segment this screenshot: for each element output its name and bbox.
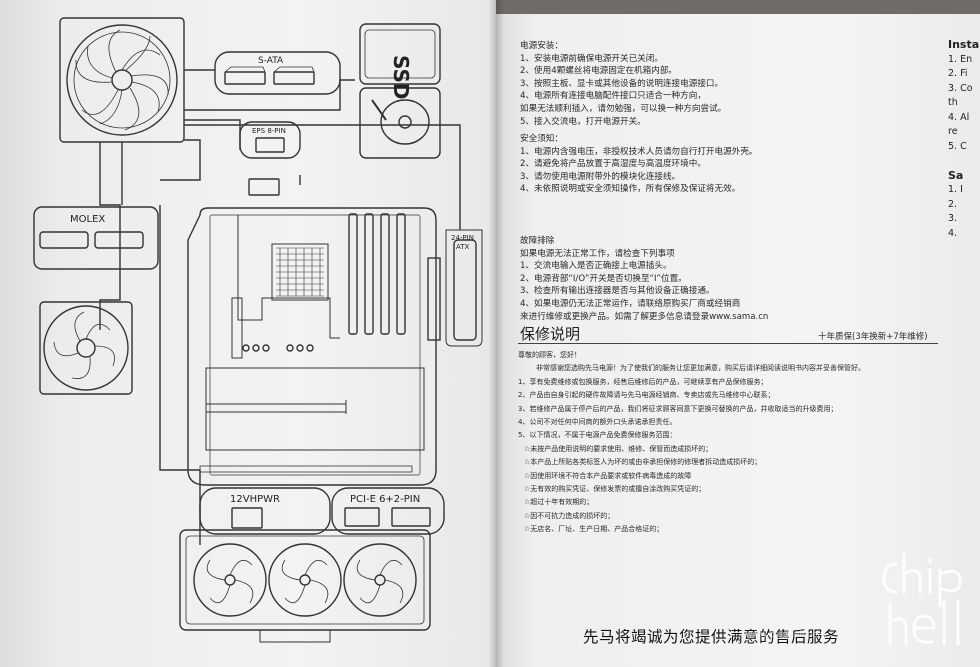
troubleshoot-line: 3、检查所有输出连接器是否与其他设备正确接通。 bbox=[520, 286, 715, 297]
slogan: 先马将竭诚为您提供满意的售后服务 bbox=[583, 628, 840, 646]
safety-line: 1、电源内含强电压，非授权技术人员请勿自行打开电源外壳。 bbox=[520, 146, 758, 157]
warranty-greeting: 尊敬的顾客，您好！ bbox=[518, 351, 581, 359]
next-page-line: 3. Co bbox=[948, 82, 973, 94]
install-line: 如果无法顺利插入，请勿勉强，可以换一种方向尝试。 bbox=[520, 103, 727, 114]
book-gutter bbox=[488, 0, 504, 667]
atx-label-line1: 24-PIN bbox=[451, 234, 474, 242]
warranty-item: 2、产品由自身引起的硬件故障请与先马电源经销商、专卖店或先马维修中心联系； bbox=[518, 391, 775, 400]
next-page-line: 1. En bbox=[948, 53, 973, 65]
install-line: 5、接入交流电，打开电源开关。 bbox=[520, 116, 646, 127]
warranty-item: ☆无有效的购买凭证、保修发票的或擅自涂改购买凭证的； bbox=[524, 485, 706, 494]
next-page-line: 2. Fi bbox=[948, 68, 968, 79]
sata-label: S-ATA bbox=[258, 56, 284, 66]
troubleshoot-line: 如果电源无法正常工作，请检查下列事项 bbox=[520, 248, 675, 259]
warranty-item: ☆未按产品使用说明的要求使用、维修、保管而造成损坏的； bbox=[524, 444, 713, 453]
warranty-item: ☆无店名、厂址、生产日期、产品合格证的； bbox=[524, 525, 664, 534]
troubleshoot-line: 1、交流电输入是否正确接上电源插头。 bbox=[520, 261, 672, 272]
safety-line: 4、未依照说明或安全须知操作，所有保修及保证将无效。 bbox=[520, 184, 741, 195]
connection-diagram: S-ATA SSD EPS 8-PIN MOLEX 24-PIN ATX 12V… bbox=[33, 17, 483, 643]
pcie-label: PCI-E 6+2-PIN bbox=[350, 494, 420, 505]
next-page-line: re bbox=[948, 126, 958, 137]
warranty-item: 4、公司不对任何中间商的额外口头承诺承担责任。 bbox=[518, 418, 677, 427]
warranty-body: 尊敬的顾客，您好！ 非常感谢您选购先马电源！为了使我们的服务让您更加满意，购买后… bbox=[518, 349, 865, 537]
warranty-item: ☆本产品上所贴各类标签人为坏的或由非承担保修的修理者拆动造成损坏的； bbox=[524, 458, 762, 467]
next-page-line: Sa bbox=[948, 168, 964, 182]
next-page-line: 4. Al bbox=[948, 111, 970, 123]
install-line: 2、使用4颗螺丝将电源固定在机箱内部。 bbox=[520, 66, 678, 77]
atx-label-line2: ATX bbox=[456, 243, 470, 251]
ssd-label: SSD bbox=[389, 55, 413, 100]
next-page-line: T bbox=[948, 256, 980, 259]
chiphell-watermark-logo bbox=[882, 552, 962, 646]
next-page-line: 2. bbox=[948, 198, 958, 210]
watermark-url: www.chiphell.com bbox=[745, 630, 827, 640]
next-page-line: 5. C bbox=[948, 140, 967, 152]
manual-left-page bbox=[0, 0, 496, 667]
vhpwr-label: 12VHPWR bbox=[230, 494, 280, 505]
install-line: 1、安装电源前确保电源开关已关闭。 bbox=[520, 53, 663, 64]
next-page-line: th bbox=[948, 97, 958, 108]
safety-line: 3、请勿使用电源附带外的模块化连接线。 bbox=[520, 171, 681, 182]
next-page-edge: Insta 1. En 2. Fi 3. Co th 4. Al re 5. C… bbox=[948, 38, 980, 258]
warranty-item: 1、享有免费维修或包换服务，经售后维修后的产品，可继续享有产品保修服务； bbox=[518, 377, 768, 386]
safety-line: 2、请避免将产品放置于高湿度与高温度环境中。 bbox=[520, 159, 706, 170]
next-page-line bbox=[948, 154, 980, 169]
install-section: 电源安装： 1、安装电源前确保电源开关已关闭。 2、使用4颗螺丝将电源固定在机箱… bbox=[520, 40, 726, 128]
safety-section: 安全须知： 1、电源内含强电压，非授权技术人员请勿自行打开电源外壳。 2、请避免… bbox=[520, 133, 758, 196]
safety-title: 安全须知： bbox=[520, 134, 563, 144]
warranty-item: ☆因不可抗力造成的损坏的； bbox=[524, 511, 615, 520]
next-page-line bbox=[948, 241, 980, 256]
next-page-line: Insta bbox=[948, 38, 980, 51]
warranty-title: 保修说明 bbox=[520, 325, 581, 343]
next-page-line: 3. bbox=[948, 213, 958, 224]
manual-right-page bbox=[496, 14, 980, 667]
troubleshoot-line: 2、电源背部“I/O”开关是否切换至“I”位置。 bbox=[520, 273, 687, 284]
next-page-line: 1. I bbox=[948, 184, 963, 195]
troubleshoot-section: 故障排除 如果电源无法正常工作，请检查下列事项 1、交流电输入是否正确接上电源插… bbox=[520, 235, 768, 323]
warranty-divider bbox=[518, 343, 938, 344]
troubleshoot-title: 故障排除 bbox=[520, 236, 555, 246]
eps-label: EPS 8-PIN bbox=[252, 127, 286, 135]
next-page-line: 4. bbox=[948, 227, 958, 239]
warranty-intro: 非常感谢您选购先马电源！为了使我们的服务让您更加满意，购买后请详细阅读说明书内容… bbox=[536, 364, 865, 373]
warranty-term: 十年质保(3年换新+7年维修) bbox=[818, 332, 928, 342]
warranty-item: 5、以下情况，不属于电源产品免费保修服务范围： bbox=[518, 431, 677, 440]
install-title: 电源安装： bbox=[520, 41, 563, 51]
psu-fan-box bbox=[59, 17, 185, 143]
molex-label: MOLEX bbox=[70, 214, 105, 225]
troubleshoot-line: 4、如果电源仍无法正常运作，请联络原购买厂商或经销商 bbox=[520, 298, 741, 309]
warranty-item: ☆因使用环境不符合本产品要求或软件病毒造成的故障 bbox=[524, 471, 692, 480]
install-line: 3、按照主板、显卡或其他设备的说明连接电源接口。 bbox=[520, 78, 724, 89]
warranty-item: ☆超过十年有效期的； bbox=[524, 498, 594, 507]
install-line: 4、电源所有连接电脑配件接口只适合一种方向， bbox=[520, 91, 706, 102]
warranty-item: 3、若维修产品属于停产后的产品，我们将征求顾客同意下更换可替换的产品，并收取适当… bbox=[518, 404, 838, 413]
troubleshoot-line: 来进行维修或更换产品。如需了解更多信息请登录www.sama.cn bbox=[520, 311, 769, 322]
